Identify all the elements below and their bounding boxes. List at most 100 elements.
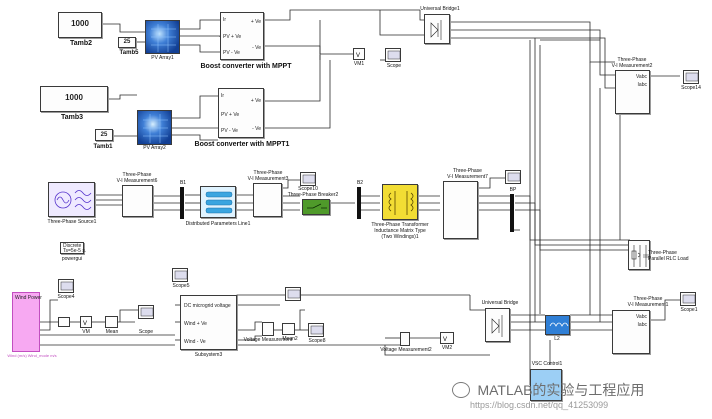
tamb3-value: 1000	[65, 93, 83, 102]
svg-text:V: V	[443, 337, 447, 343]
vmeas-label: Voltage Measurement	[243, 337, 293, 343]
scope-top-block[interactable]	[385, 48, 401, 62]
pv-array2-block[interactable]	[137, 110, 172, 145]
pv-array2-label: PV Array2	[143, 145, 166, 151]
distributed-parameters-line1[interactable]	[200, 186, 236, 218]
voltmeter-icon: V	[356, 53, 360, 59]
port-iabc: Iabc	[637, 322, 647, 328]
vi-measurement2[interactable]: Vabc Iabc	[615, 70, 650, 114]
boost2-label: Boost converter with MPPT1	[194, 141, 290, 148]
meas1-label: Three-Phase V-I Measurement1	[627, 296, 669, 308]
scope-mid-block[interactable]	[505, 170, 521, 184]
scope1-block[interactable]	[680, 292, 696, 306]
port-ve-minus: - Ve	[252, 126, 261, 132]
scope-icon	[507, 172, 521, 182]
parallel-rlc-load[interactable]	[628, 240, 650, 270]
bridge1-label: Universal Bridge1	[420, 6, 460, 12]
vm-block[interactable]: V	[80, 316, 92, 328]
scope8-block[interactable]	[308, 323, 324, 337]
scope10-block[interactable]	[300, 172, 316, 186]
breaker-label: Three-Phase Breaker2	[287, 192, 339, 198]
scope1-label: Scope1	[680, 307, 698, 313]
scope14-block[interactable]	[683, 70, 699, 84]
universal-bridge[interactable]	[485, 308, 510, 342]
port-ve-minus: - Ve	[252, 45, 261, 51]
meas2-label: Three-Phase V-I Measurement2	[611, 57, 653, 69]
three-phase-source1[interactable]	[48, 182, 95, 217]
voltmeter-icon: V	[443, 337, 447, 343]
busbar-b2	[357, 187, 361, 219]
port-ir: Ir	[223, 17, 227, 23]
powergui-line1: Discrete	[63, 243, 82, 249]
universal-bridge1[interactable]	[424, 14, 450, 44]
breaker-icon	[307, 203, 327, 209]
tamb3-constant[interactable]: 1000	[40, 86, 108, 112]
tamb1-constant[interactable]: 25	[95, 129, 113, 141]
tamb1-label: Tamb1	[93, 144, 113, 150]
tamb5-value: 25	[123, 39, 131, 45]
scope-bottom-block[interactable]	[138, 305, 154, 319]
voltage-measurement-block[interactable]	[262, 322, 274, 336]
scope6-block[interactable]	[285, 287, 301, 301]
voltage-measurement2-block[interactable]	[400, 332, 410, 346]
watermark: MATLAB的实验与工程应用	[452, 380, 644, 400]
vi-measurement3[interactable]	[253, 183, 282, 217]
inductor-l2[interactable]	[545, 315, 570, 335]
svg-text:V: V	[83, 321, 87, 327]
transformer-icon	[388, 191, 414, 215]
diode-bridge-icon	[430, 20, 442, 40]
meas3-label: Three-Phase V-I Measurement3	[247, 170, 289, 182]
powergui-block[interactable]: Discrete Ts=5e-5 s.	[60, 242, 86, 254]
three-phase-transformer[interactable]	[382, 184, 418, 220]
tamb2-constant[interactable]: 1000	[58, 12, 102, 38]
gain-block	[58, 317, 70, 327]
ac-source-icon	[54, 190, 92, 210]
scope5-block[interactable]	[172, 268, 188, 282]
busbar-bp	[510, 194, 514, 232]
vi-measurement6[interactable]	[122, 185, 153, 217]
port-pv-plus: PV + Ve	[221, 112, 240, 118]
mean-block[interactable]	[105, 316, 118, 328]
scope-icon	[685, 72, 699, 82]
vsc-control1[interactable]	[530, 369, 562, 401]
tamb2-value: 1000	[71, 19, 89, 28]
b1-label: B1	[179, 180, 187, 186]
vm1-block[interactable]: V	[353, 48, 365, 60]
port-vabc: Vabc	[635, 314, 647, 320]
vi-measurement7[interactable]	[443, 181, 478, 239]
vi-measurement1[interactable]: Vabc Iabc	[612, 310, 650, 354]
scope-icon	[174, 270, 188, 280]
scope-top-label: Scope	[386, 63, 402, 69]
scope-icon	[140, 307, 154, 317]
vm1-label: VM1	[353, 61, 365, 67]
meas7-label: Three-Phase V-I Measurement7	[447, 168, 488, 180]
subsystem3-block[interactable]: DC microgrid voltage Wind + Ve Wind - Ve	[180, 295, 237, 350]
port-ve-plus: + Ve	[250, 19, 261, 25]
solar-panel-icon	[143, 114, 168, 143]
mean-label: Mean	[105, 329, 119, 335]
watermark-logo-text: MATLAB的实验与工程应用	[477, 382, 645, 398]
scope-icon	[60, 281, 74, 291]
vm-label: VM	[82, 329, 90, 335]
vmeas2-label: Voltage Measurement2	[380, 347, 432, 353]
solar-panel-icon	[151, 24, 176, 52]
scope-icon	[682, 294, 696, 304]
scope-icon	[310, 325, 324, 335]
subsystem3-label: Subsystem3	[194, 352, 223, 358]
pv-array1-block[interactable]	[145, 20, 180, 54]
mean2-block[interactable]	[282, 323, 295, 335]
wind-power-block[interactable]: Wind Power	[12, 292, 42, 352]
boost-converter-mppt1[interactable]: Ir PV + Ve PV - Ve + Ve - Ve	[218, 88, 264, 138]
scope4-block[interactable]	[58, 279, 74, 293]
inductor-icon	[549, 322, 569, 327]
subsystem-dc-port: DC microgrid voltage	[184, 303, 231, 309]
tamb5-constant[interactable]: 25	[118, 37, 136, 48]
three-phase-breaker2[interactable]	[302, 199, 330, 215]
port-vabc: Vabc	[635, 74, 647, 80]
b2-label: B2	[356, 180, 364, 186]
vm2-block[interactable]: V	[440, 332, 454, 344]
scope-icon	[387, 50, 401, 60]
source1-label: Three-Phase Source1	[47, 219, 97, 225]
boost-converter-mppt[interactable]: Ir PV + Ve PV - Ve + Ve - Ve	[220, 12, 264, 60]
